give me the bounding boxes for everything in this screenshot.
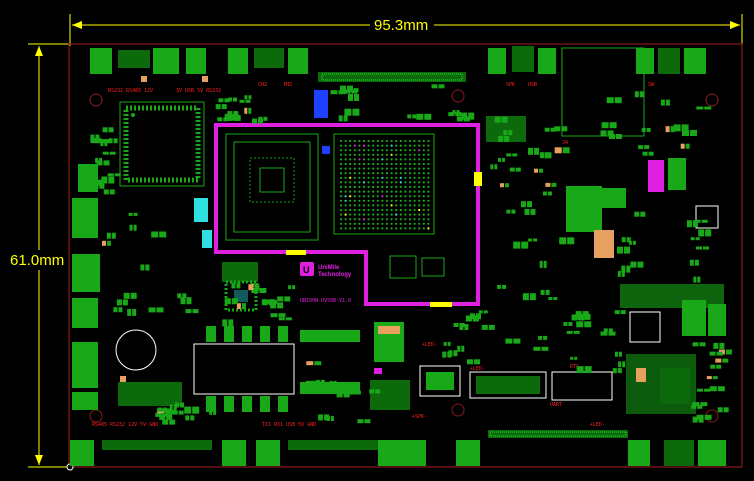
left-bottom-parts: [118, 326, 360, 412]
left-connectors: [72, 164, 100, 410]
right-parts: [469, 47, 726, 414]
silk-spk: +SPK-: [412, 414, 427, 420]
memory-chip: [225, 133, 319, 241]
silk-bottom-mid2: +LED-: [470, 366, 485, 372]
company-logo: U UniMile Technology UNI00N-DV50B-V1.0: [300, 262, 352, 304]
bottom-connectors: [70, 430, 726, 466]
silk-top-right-2: USB: [528, 82, 537, 88]
silk-uart: UART: [550, 402, 562, 408]
silk-top-left-2: 3V USB 5V RS232: [176, 88, 221, 94]
silk-bottom-mid: TX1 RX1 USB 5V GND: [262, 422, 316, 428]
silk-sw: SW: [648, 82, 655, 88]
mounting-holes: [89, 89, 719, 423]
silk-top-mid-2: MIC: [284, 82, 293, 88]
silk-top-mid-1: CH2: [258, 82, 267, 88]
blue-components: [194, 90, 330, 248]
center-bottom-parts: [222, 255, 461, 410]
board-outline: [68, 43, 743, 468]
soc-shield-outline: [214, 123, 482, 307]
height-dimension-label: 61.0mm: [10, 252, 64, 269]
board-part-number: UNI00N-DV50B-V1.0: [300, 298, 351, 304]
top-connectors: [90, 46, 706, 82]
silk-led-mid: +LED-: [422, 342, 437, 348]
width-dimension-label: 95.3mm: [374, 17, 428, 34]
width-dimension: 95.3mm: [69, 14, 743, 46]
svg-text:Technology: Technology: [318, 272, 352, 278]
silk-bottom-left: RS485 RS232 12V 5V GND: [92, 422, 158, 428]
svg-text:U: U: [303, 265, 310, 275]
silk-right-top: J4: [562, 140, 568, 146]
qfp-chip-left: [119, 101, 205, 187]
coin-cell-battery: [115, 329, 157, 371]
height-dimension: 61.0mm: [8, 43, 70, 468]
silk-top-right-1: SPK: [506, 82, 515, 88]
svg-text:UniMile: UniMile: [318, 265, 340, 271]
silk-rtc: RTC: [570, 364, 579, 370]
bga-processor: [333, 133, 435, 235]
passive-components: [90, 84, 732, 425]
silk-top-left-1: RS232 RS485 12V: [108, 88, 153, 94]
silk-bottom-right: +LED-: [590, 422, 605, 428]
